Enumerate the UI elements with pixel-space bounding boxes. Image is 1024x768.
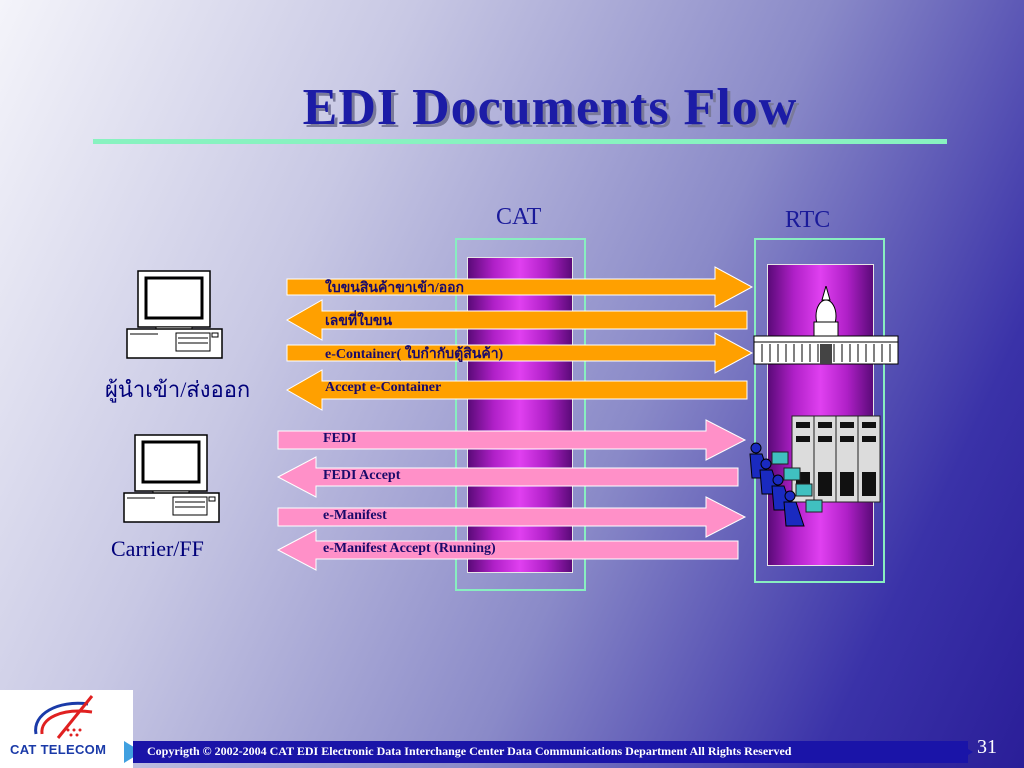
computer-icon — [123, 434, 220, 523]
computer-icon — [126, 270, 223, 359]
flow-label: e-Container( ใบกำกับตู้สินค้า) — [325, 347, 504, 362]
flow-arrow-left: FEDI Accept — [276, 456, 739, 498]
flow-label: Accept e-Container — [325, 380, 442, 395]
flow-label: e-Manifest Accept (Running) — [323, 541, 496, 556]
flow-arrow-right: e-Container( ใบกำกับตู้สินค้า) — [286, 332, 754, 374]
cat-telecom-logo — [34, 695, 94, 739]
footer-arrow-right — [955, 741, 973, 763]
footer-bar: Copyrigth © 2002-2004 CAT EDI Electronic… — [133, 741, 968, 763]
rtc-label: RTC — [785, 207, 831, 233]
title-underline — [93, 139, 947, 144]
flow-label: เลขที่ใบขน — [325, 314, 393, 329]
flow-label: ใบขนสินค้าขาเข้า/ออก — [325, 281, 465, 296]
flow-arrow-right: FEDI — [277, 419, 747, 461]
rtc-column-frame — [754, 238, 885, 583]
flow-label: e-Manifest — [323, 508, 387, 523]
logo-panel: CAT TELECOM — [0, 690, 133, 768]
logo-text: CAT TELECOM — [10, 742, 107, 757]
copyright-text: Copyrigth © 2002-2004 CAT EDI Electronic… — [147, 744, 792, 758]
page-number: 31 — [977, 736, 997, 758]
flow-arrow-left: e-Manifest Accept (Running) — [276, 529, 739, 571]
flow-label: FEDI Accept — [323, 468, 401, 483]
flow-arrow-left: เลขที่ใบขน — [285, 299, 748, 341]
importer-exporter-label: ผู้นำเข้า/ส่งออก — [105, 377, 251, 402]
flow-label: FEDI — [323, 431, 357, 446]
government-building-icon — [753, 286, 899, 365]
flow-arrow-right: e-Manifest — [277, 496, 747, 538]
server-operators-icon — [749, 415, 881, 527]
slide-title: EDI Documents Flow — [302, 79, 798, 136]
carrier-label: Carrier/FF — [111, 536, 204, 561]
cat-label: CAT — [496, 204, 542, 230]
flow-arrow-left: Accept e-Container — [285, 369, 748, 411]
flow-arrow-right: ใบขนสินค้าขาเข้า/ออก — [286, 266, 754, 308]
cat-column-frame — [455, 238, 586, 591]
